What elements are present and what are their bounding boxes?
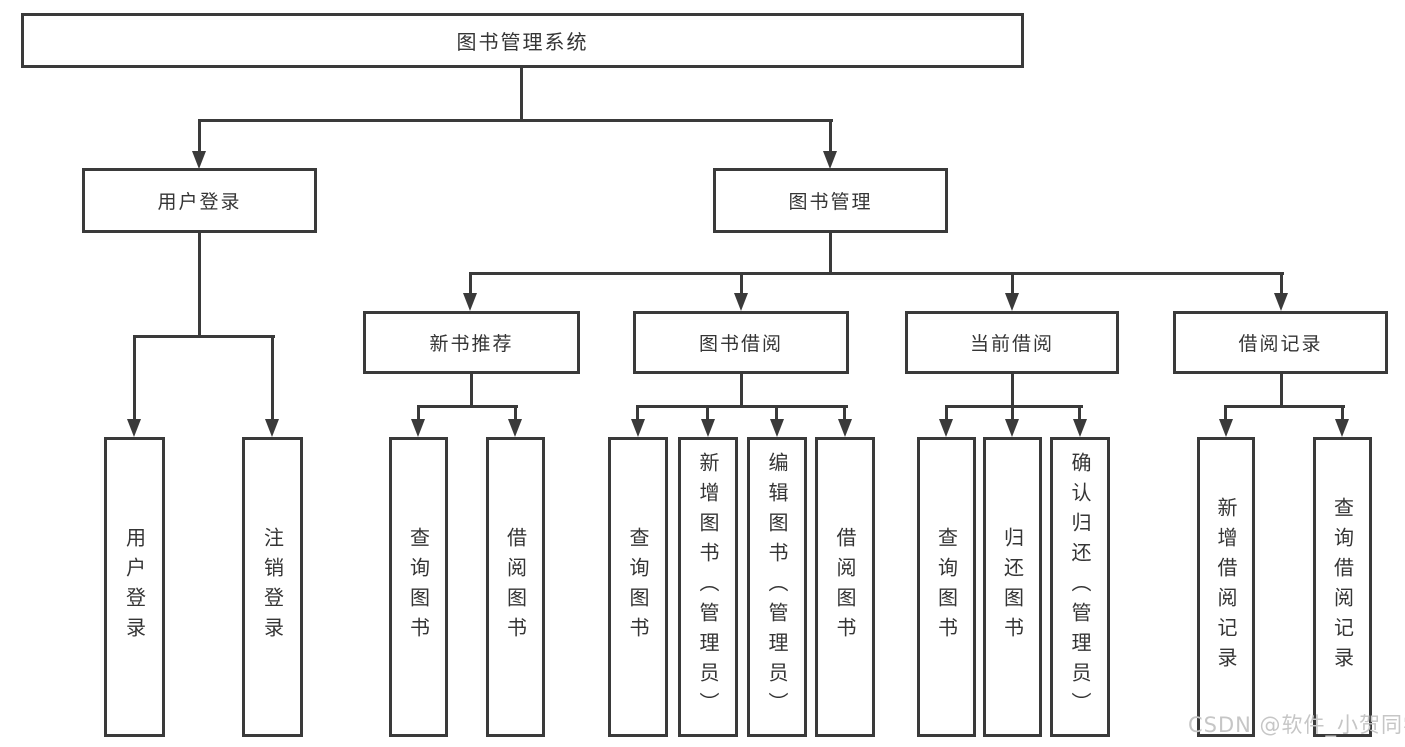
connector-groupA-drop-1 (417, 405, 420, 421)
node-book-borrow-label: 图书借阅 (698, 333, 783, 355)
leaf-borrow-book-a-label: 借阅图书 (503, 527, 528, 647)
leaf-logout-label: 注销登录 (260, 527, 285, 647)
connector-groupB-drop-1 (636, 405, 639, 421)
leaf-user-login-label: 用户登录 (122, 527, 147, 647)
leaf-edit-book-admin-label: 编辑图书（管理员） (765, 452, 789, 722)
arrowhead-groupC-1 (939, 419, 953, 437)
leaf-confirm-return-admin: 确认归还（管理员） (1050, 437, 1110, 737)
leaf-add-book-admin-label: 新增图书（管理员） (696, 452, 720, 722)
connector-l3-drop-1 (469, 272, 472, 296)
leaf-query-borrow-record: 查询借阅记录 (1313, 437, 1372, 737)
connector-level2-rail (198, 119, 833, 122)
connector-login-leaf2-drop (271, 335, 274, 421)
arrowhead-borrow-records (1274, 293, 1288, 311)
connector-groupA-drop-2 (514, 405, 517, 421)
connector-groupB-drop-3 (775, 405, 778, 421)
leaf-confirm-return-admin-label: 确认归还（管理员） (1068, 452, 1092, 722)
connector-groupD-drop-1 (1224, 405, 1227, 421)
leaf-add-book-admin: 新增图书（管理员） (678, 437, 738, 737)
connector-login-drop (198, 119, 201, 153)
arrowhead-book-borrow (734, 293, 748, 311)
connector-level3-rail (469, 272, 1284, 275)
connector-groupC-stem (1011, 374, 1014, 408)
leaf-query-book-b-label: 查询图书 (626, 527, 650, 647)
leaf-borrow-book-b-label: 借阅图书 (833, 527, 857, 647)
arrowhead-groupC-3 (1073, 419, 1087, 437)
arrowhead-groupB-3 (770, 419, 784, 437)
arrowhead-groupD-1 (1219, 419, 1233, 437)
leaf-return-book: 归还图书 (983, 437, 1042, 737)
arrowhead-login (192, 151, 206, 169)
arrowhead-groupA-2 (508, 419, 522, 437)
connector-groupD-stem (1280, 374, 1283, 408)
node-user-login: 用户登录 (82, 168, 317, 233)
connector-l3-drop-2 (740, 272, 743, 296)
connector-groupC-drop-2 (1011, 405, 1014, 421)
connector-groupC-drop-1 (945, 405, 948, 421)
arrowhead-groupA-1 (411, 419, 425, 437)
connector-groupC-drop-3 (1078, 405, 1081, 421)
connector-mgmt-drop (829, 119, 832, 153)
node-borrow-records-label: 借阅记录 (1238, 333, 1323, 355)
node-new-book-recommend-label: 新书推荐 (429, 333, 514, 355)
connector-groupA-rail (418, 405, 518, 408)
arrowhead-groupB-2 (701, 419, 715, 437)
node-current-borrow: 当前借阅 (905, 311, 1119, 374)
leaf-logout: 注销登录 (242, 437, 303, 737)
leaf-query-book-c-label: 查询图书 (934, 527, 959, 647)
connector-login-leaf1-drop (133, 335, 136, 421)
csdn-watermark: CSDN @软件_小贺同学 (1188, 713, 1405, 737)
arrowhead-new-books (463, 293, 477, 311)
connector-mgmt-stem (829, 233, 832, 275)
leaf-query-book-a: 查询图书 (389, 437, 448, 737)
connector-groupD-rail (1225, 405, 1345, 408)
leaf-add-borrow-record-label: 新增借阅记录 (1214, 497, 1238, 677)
connector-groupB-stem (740, 374, 743, 408)
leaf-borrow-book-b: 借阅图书 (815, 437, 875, 737)
leaf-user-login: 用户登录 (104, 437, 165, 737)
node-new-book-recommend: 新书推荐 (363, 311, 580, 374)
connector-groupB-drop-2 (706, 405, 709, 421)
connector-groupD-drop-2 (1341, 405, 1344, 421)
leaf-add-borrow-record: 新增借阅记录 (1197, 437, 1255, 737)
arrowhead-login-leaf1 (127, 419, 141, 437)
leaf-return-book-label: 归还图书 (1000, 527, 1025, 647)
connector-login-rail (133, 335, 275, 338)
connector-groupA-stem (470, 374, 473, 408)
node-current-borrow-label: 当前借阅 (969, 333, 1054, 355)
connector-l3-drop-4 (1280, 272, 1283, 296)
leaf-borrow-book-a: 借阅图书 (486, 437, 545, 737)
leaf-edit-book-admin: 编辑图书（管理员） (747, 437, 807, 737)
arrowhead-groupC-2 (1005, 419, 1019, 437)
node-root: 图书管理系统 (21, 13, 1024, 68)
leaf-query-borrow-record-label: 查询借阅记录 (1330, 497, 1355, 677)
leaf-query-book-a-label: 查询图书 (406, 527, 431, 647)
connector-groupC-rail (945, 405, 1083, 408)
arrowhead-groupB-1 (631, 419, 645, 437)
arrowhead-mgmt (823, 151, 837, 169)
arrowhead-login-leaf2 (265, 419, 279, 437)
node-book-borrow: 图书借阅 (633, 311, 849, 374)
connector-login-stem (198, 233, 201, 335)
node-book-management: 图书管理 (713, 168, 948, 233)
connector-l3-drop-3 (1011, 272, 1014, 296)
arrowhead-groupB-4 (838, 419, 852, 437)
connector-groupB-drop-4 (843, 405, 846, 421)
leaf-query-book-b: 查询图书 (608, 437, 668, 737)
arrowhead-current-borrow (1005, 293, 1019, 311)
node-borrow-records: 借阅记录 (1173, 311, 1388, 374)
connector-groupB-rail (637, 405, 848, 408)
node-book-management-label: 图书管理 (788, 191, 873, 213)
leaf-query-book-c: 查询图书 (917, 437, 976, 737)
arrowhead-groupD-2 (1335, 419, 1349, 437)
node-user-login-label: 用户登录 (157, 191, 242, 213)
connector-root-stem (520, 68, 523, 120)
node-root-label: 图书管理系统 (456, 30, 589, 54)
